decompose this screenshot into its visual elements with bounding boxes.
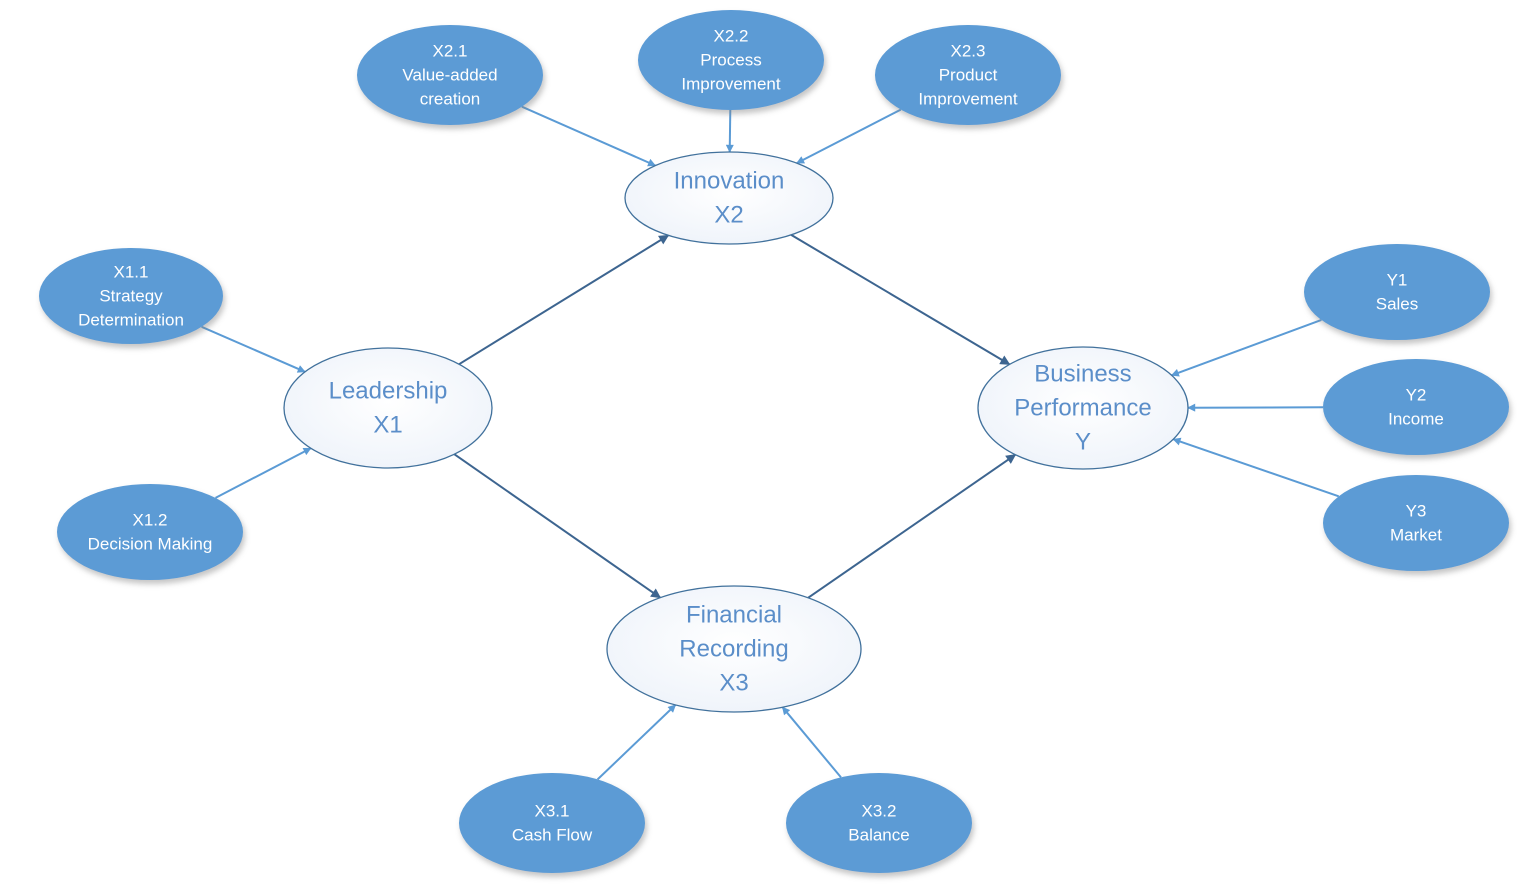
- construct-leadership-label: Leadership: [329, 378, 448, 405]
- arrow-x1-1-to-x1: [201, 325, 306, 373]
- indicator-y2-code: Y2: [1406, 386, 1427, 405]
- indicator-x2-1-code: X2.1: [433, 42, 468, 61]
- arrow-x2-to-y: [790, 234, 1011, 366]
- arrow-x2-2-to-x2: [725, 109, 734, 153]
- indicator-x1-1-label-line1: Strategy: [99, 287, 163, 306]
- construct-business-performance-code: Y: [1075, 429, 1091, 456]
- arrow-x3-2-to-x3: [781, 706, 842, 779]
- indicator-x1-2-label: Decision Making: [88, 535, 213, 554]
- indicator-x2-3-label-line1: Product: [939, 66, 998, 85]
- arrow-x3-to-y: [807, 453, 1017, 599]
- construct-financial-recording-code: X3: [719, 670, 748, 697]
- construct-innovation-code: X2: [714, 202, 743, 229]
- indicator-y1-label: Sales: [1376, 295, 1419, 314]
- construct-business-label: Business: [1034, 361, 1131, 388]
- indicator-x2-1-label-line2: creation: [420, 90, 480, 109]
- construct-recording-label: Recording: [679, 636, 788, 663]
- arrow-x2-1-to-x2: [521, 105, 657, 167]
- indicator-y1-code: Y1: [1387, 271, 1408, 290]
- indicator-y2-label: Income: [1388, 410, 1444, 429]
- indicator-x1-1-label-line2: Determination: [78, 311, 184, 330]
- construct-performance-label: Performance: [1014, 395, 1151, 422]
- indicator-x2-3-code: X2.3: [951, 42, 986, 61]
- indicator-x3-2-code: X3.2: [862, 802, 897, 821]
- arrow-x3-1-to-x3: [596, 704, 677, 781]
- indicator-x3-2-label: Balance: [848, 826, 909, 845]
- construct-financial-label: Financial: [686, 602, 782, 629]
- indicator-x2-1-label-line1: Value-added: [402, 66, 497, 85]
- indicator-x1-1-code: X1.1: [114, 263, 149, 282]
- arrow-y1-to-y: [1170, 318, 1322, 377]
- indicator-x1-2-code: X1.2: [133, 511, 168, 530]
- construct-leadership-code: X1: [373, 412, 402, 439]
- construct-innovation-label: Innovation: [674, 168, 785, 195]
- indicator-y3-code: Y3: [1406, 502, 1427, 521]
- indicator-x2-2-label-line2: Improvement: [681, 75, 780, 94]
- indicator-x3-1-label: Cash Flow: [512, 826, 593, 845]
- indicator-y3-label: Market: [1390, 526, 1442, 545]
- arrow-x1-2-to-x1: [215, 447, 312, 499]
- indicator-x2-2-code: X2.2: [714, 27, 749, 46]
- arrow-y3-to-y: [1172, 437, 1340, 498]
- arrow-x1-to-x3: [453, 453, 662, 599]
- arrow-x1-to-x2: [458, 234, 670, 366]
- arrow-x2-3-to-x2: [796, 108, 902, 164]
- indicator-x3-1-code: X3.1: [535, 802, 570, 821]
- indicator-x2-2-label-line1: Process: [700, 51, 761, 70]
- indicator-x2-3-label-line2: Improvement: [918, 90, 1017, 109]
